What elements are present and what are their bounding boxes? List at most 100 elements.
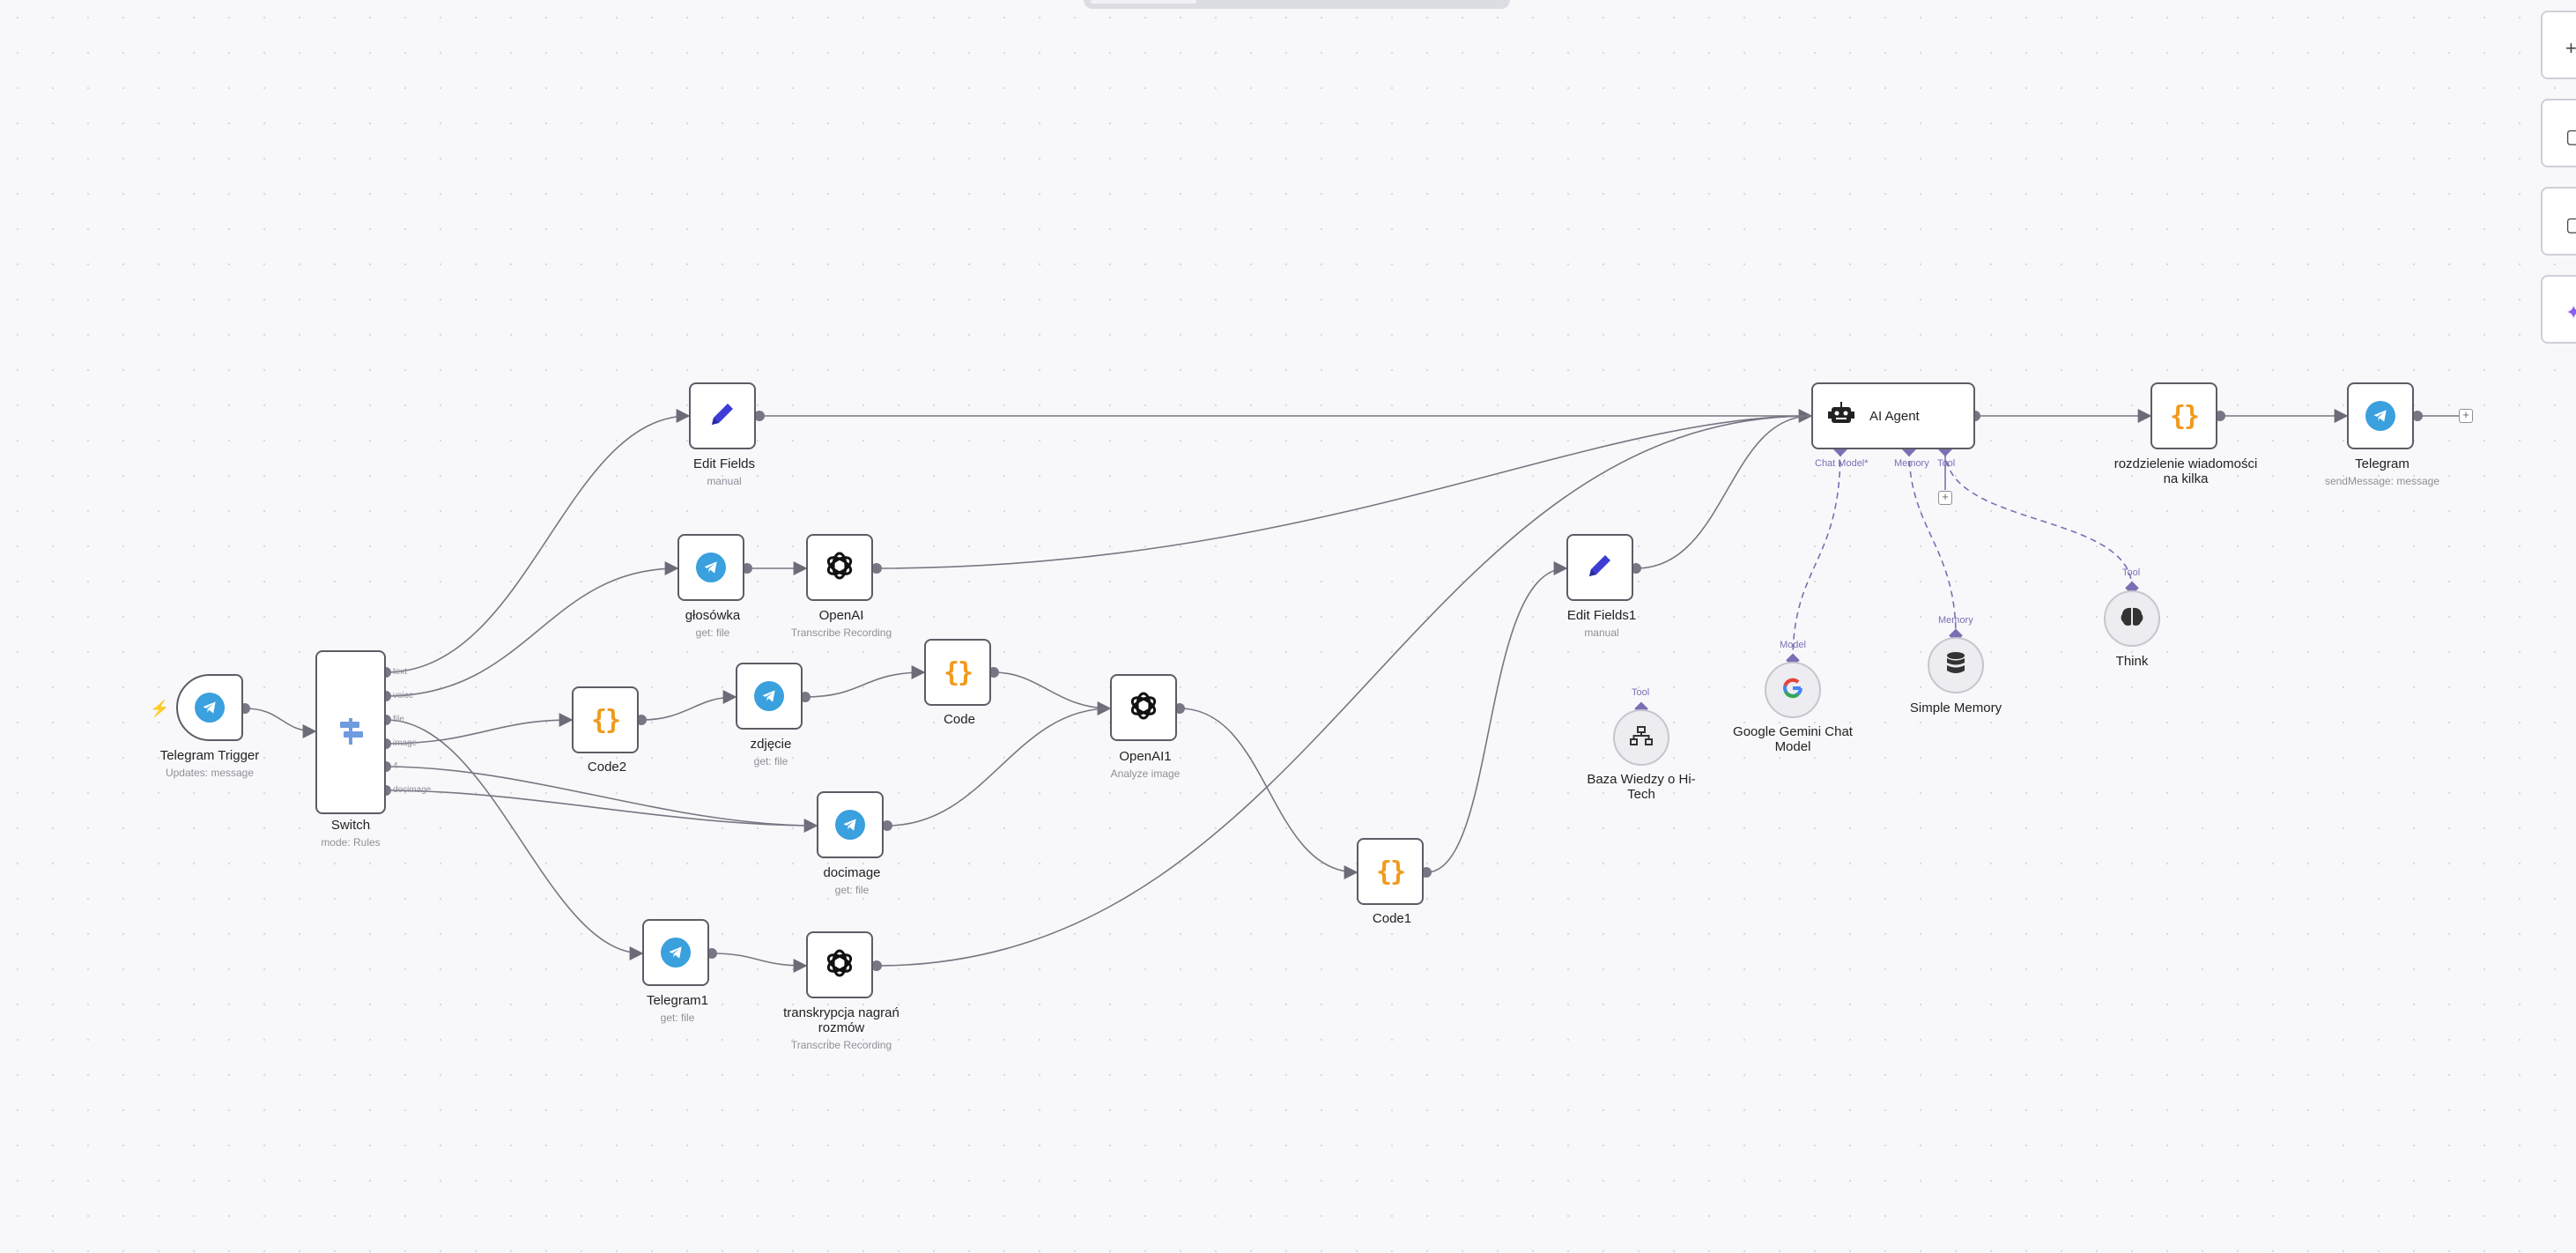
agent-port-chat-model: Chat Model* [1815, 458, 1869, 469]
edge-switch-docimage-b [385, 790, 818, 827]
switch-output-4: 4 [393, 761, 398, 771]
code2-label: Code2 [587, 760, 627, 775]
ai-assistant-button[interactable]: ✦ [2541, 275, 2576, 344]
edge-agent-gemini [1792, 449, 1841, 662]
code-braces-icon: {} [943, 656, 973, 688]
telegram-trigger-node[interactable] [176, 674, 243, 741]
openai1-label: OpenAI1 Analyze image [1110, 749, 1181, 780]
openai-icon [823, 946, 856, 984]
telegram-icon [696, 552, 726, 582]
openai-icon [1127, 689, 1160, 727]
gemini-node[interactable] [1765, 662, 1821, 718]
zoom-fit-button[interactable]: ▢ [2541, 99, 2576, 167]
edge-openai-agent [876, 415, 1812, 569]
think-node[interactable] [2104, 590, 2160, 647]
gemini-label: Google Gemini Chat Model [1733, 724, 1853, 754]
edge-code1-editfields1 [1425, 561, 1568, 873]
openai-node[interactable] [806, 534, 873, 601]
docimage-node[interactable] [817, 791, 884, 858]
simple-memory-label: Simple Memory [1909, 701, 2002, 715]
pencil-icon [1584, 550, 1616, 586]
sticky-note-button[interactable]: ▢ [2541, 187, 2576, 256]
add-node-button[interactable]: + [2459, 409, 2473, 423]
edge-transkrypcja-agent [876, 415, 1812, 967]
code-braces-icon: {} [1375, 856, 1406, 887]
toolbar-tab[interactable] [1091, 0, 1196, 4]
telegram-node[interactable] [2347, 382, 2414, 449]
telegram-icon [754, 681, 784, 711]
robot-icon [1827, 400, 1855, 433]
glosowka-label: głosówka get: file [685, 608, 741, 639]
telegram-label: Telegram sendMessage: message [2324, 456, 2440, 487]
edge-trigger-switch [244, 708, 317, 738]
openai-icon [823, 549, 856, 587]
top-toolbar [1084, 0, 1510, 9]
brain-icon [2120, 606, 2144, 632]
code-braces-icon: {} [590, 704, 621, 736]
simple-memory-node[interactable] [1928, 637, 1984, 693]
edge-docimage-openai1 [886, 708, 1111, 827]
memory-port: Memory [1938, 615, 1973, 626]
switch-output-image: image [393, 738, 418, 748]
database-icon [1945, 651, 1966, 680]
edge-code2-zdjecie [640, 690, 737, 721]
telegram-icon [661, 938, 691, 968]
telegram-trigger-label: Telegram Trigger Updates: message [159, 748, 260, 779]
code-node[interactable]: {} [924, 639, 991, 706]
baza-wiedzy-label: Baza Wiedzy o Hi-Tech [1587, 772, 1696, 802]
edge-switch-glosowka [385, 561, 679, 697]
glosowka-node[interactable] [677, 534, 744, 601]
edit-fields1-node[interactable] [1566, 534, 1633, 601]
code1-node[interactable]: {} [1357, 838, 1424, 905]
edge-zdjecie-code [804, 665, 926, 698]
edge-switch-editfields [385, 409, 691, 673]
edge-openai1-code1 [1179, 708, 1358, 879]
baza-wiedzy-node[interactable] [1613, 709, 1669, 766]
telegram-icon [195, 693, 225, 723]
edge-telegram1-transkrypcja [711, 953, 808, 973]
openai-label: OpenAI Transcribe Recording [790, 608, 892, 639]
switch-output-voice: voice [393, 691, 414, 701]
edge-agent-think [1944, 449, 2133, 589]
rozdzielenie-label: rozdzielenie wiadomości na kilka [2113, 456, 2258, 486]
code-braces-icon: {} [2169, 400, 2200, 432]
add-tool-button[interactable]: + [1938, 491, 1952, 505]
code-label: Code [944, 712, 975, 727]
trigger-bolt-icon: ⚡ [150, 700, 170, 717]
telegram-icon [835, 810, 865, 840]
agent-port-memory: Memory [1894, 458, 1929, 469]
zdjecie-label: zdjęcie get: file [750, 737, 792, 767]
think-port-tool: Tool [2122, 567, 2141, 578]
edge-editfields1-agent [1635, 415, 1812, 569]
edit-fields1-label: Edit Fields1 manual [1566, 608, 1637, 639]
think-label: Think [2115, 654, 2149, 669]
switch-output-text: text [393, 667, 408, 677]
switch-label: Switch mode: Rules [321, 818, 381, 849]
zdjecie-node[interactable] [736, 663, 803, 730]
edit-fields-node[interactable] [689, 382, 756, 449]
telegram1-node[interactable] [642, 919, 709, 986]
switch-output-file: file [393, 715, 404, 724]
edit-fields-label: Edit Fields manual [692, 456, 756, 487]
ai-agent-title: AI Agent [1869, 408, 1920, 424]
pencil-icon [707, 398, 738, 434]
agent-port-tool: Tool [1937, 458, 1956, 469]
switch-node[interactable] [315, 650, 386, 814]
edge-switch-telegram1 [385, 719, 644, 960]
transkrypcja-node[interactable] [806, 931, 873, 998]
edge-switch-docimage-a [385, 766, 818, 833]
ai-agent-node[interactable]: AI Agent [1811, 382, 1975, 449]
openai1-node[interactable] [1110, 674, 1177, 741]
telegram1-label: Telegram1 get: file [646, 993, 709, 1024]
edge-switch-code2 [385, 713, 574, 745]
add-node-panel-button[interactable]: + [2541, 11, 2576, 79]
switch-signpost-icon [335, 715, 366, 751]
rozdzielenie-node[interactable]: {} [2150, 382, 2217, 449]
gemini-port-model: Model [1780, 640, 1806, 650]
telegram-icon [2365, 401, 2395, 431]
google-g-icon [1781, 677, 1804, 704]
edge-agent-memory [1908, 449, 1957, 637]
code2-node[interactable]: {} [572, 686, 639, 753]
docimage-label: docimage get: file [823, 865, 881, 896]
